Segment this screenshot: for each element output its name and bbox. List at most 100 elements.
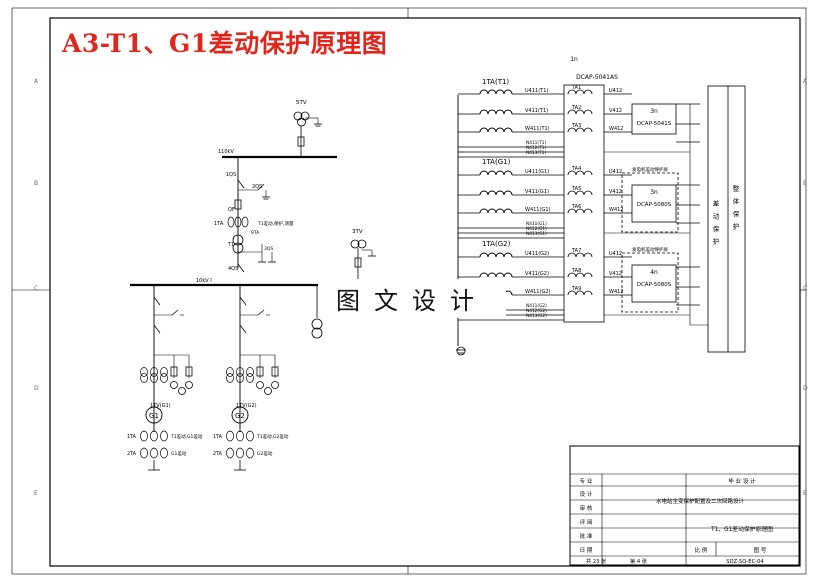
ct-coil: [503, 208, 513, 214]
ct-label: TA8: [571, 268, 581, 274]
ct-aux: [567, 252, 593, 258]
qs3-label: 3QS: [264, 246, 273, 252]
drawing-code: SDZ-SQ-EC-04: [726, 559, 764, 565]
ta-label: 2TA: [213, 451, 223, 457]
generator-label: G2: [235, 412, 245, 420]
border-letter: C: [34, 285, 38, 292]
pt-circle: [271, 381, 279, 389]
ta-label: 2TA: [127, 451, 137, 457]
n-label: N413(G1): [526, 231, 547, 237]
disconnector: [239, 324, 247, 334]
relay-id: 3n: [650, 108, 658, 115]
station-transformer: [311, 318, 323, 330]
transformer-t1: [232, 234, 244, 246]
border-letter: D: [34, 385, 39, 392]
ct-coil: [487, 170, 497, 176]
pt-fuse: [170, 366, 178, 377]
disconnector: [153, 324, 161, 334]
tv5-fuse: [297, 136, 305, 147]
panel-text: 整 体 保 护: [731, 184, 739, 231]
ct-coil: [479, 109, 489, 115]
tv3-circle: [350, 239, 360, 249]
qs1-label: 1QS: [226, 172, 236, 178]
reviewer-label: 评 阅: [580, 518, 593, 526]
ground-switch: [257, 309, 265, 316]
ct-coil: [503, 170, 513, 176]
border-letter: E: [803, 490, 807, 497]
disconnector-1qs: [237, 179, 245, 189]
relay-box: [631, 264, 677, 303]
ct-label: TA1: [571, 85, 581, 91]
ct-coil: [495, 272, 505, 278]
ct-aux: [567, 190, 593, 196]
ct-label: TA9: [571, 286, 581, 292]
project-name: 水电站主变保护配置及二次回路设计: [656, 497, 745, 505]
transformer-t1: [232, 242, 244, 254]
ct-coil: [503, 190, 513, 196]
ct-symbol: [236, 373, 244, 383]
ct-coil: [503, 109, 513, 115]
out-label: U412: [609, 88, 622, 94]
ct-symbol: [236, 447, 244, 459]
border-letter: E: [34, 490, 38, 497]
pt-circle: [170, 381, 178, 389]
ct-aux: [567, 170, 593, 176]
panel-text: 差 动 保 护: [711, 199, 719, 246]
station-transformer: [311, 327, 323, 339]
ct-group-label: 1TA(T1): [482, 78, 509, 86]
wire-label: V411(T1): [525, 108, 548, 114]
ct-symbol: [246, 367, 254, 377]
2qs-switch: [257, 183, 265, 191]
out-label: W412: [609, 126, 624, 132]
disconnector: [239, 296, 247, 306]
ct-symbol: [246, 373, 254, 383]
out-label: U412: [609, 251, 622, 257]
t1-note: T1差动,保护,测量: [257, 220, 294, 227]
n-label: N412(G1): [526, 226, 547, 232]
relay-box: [631, 184, 677, 223]
ct-coil: [479, 89, 489, 95]
sheet-no: 第 4 张: [630, 557, 648, 565]
n-label: N412(T1): [526, 145, 546, 151]
out-label: U412: [609, 169, 622, 175]
t1-label: T1: [227, 242, 234, 248]
ct-coil: [503, 272, 513, 278]
ct-coil: [503, 127, 513, 133]
n-label: N413(G2): [526, 313, 547, 319]
tv3-label: 3TV: [352, 229, 363, 235]
ct-coil: [479, 272, 489, 278]
ct-coil: [495, 89, 505, 95]
relay-panel-dashed: [621, 172, 679, 233]
ct-symbol: [246, 430, 254, 442]
tv3-fuse: [354, 257, 362, 268]
protection-panel-outer: [707, 85, 746, 353]
ct-aux: [567, 127, 593, 133]
ct-label: TA4: [571, 166, 581, 172]
ct-label: TA3: [571, 123, 581, 129]
ct-coil: [479, 208, 489, 214]
ct-coil: [495, 127, 505, 133]
wire-label: U411(T1): [525, 88, 548, 94]
relay-device: DCAP-5080S: [637, 202, 672, 208]
tv-label: 1TV(G2): [236, 403, 257, 409]
pt-circle: [264, 387, 272, 395]
ct-coil: [495, 170, 505, 176]
disconnector: [153, 296, 161, 306]
ct-note: G1差动: [171, 450, 187, 457]
ct-coil: [495, 109, 505, 115]
border-letter: B: [803, 180, 807, 187]
ct-coil: [479, 252, 489, 258]
out-label: V412: [609, 108, 622, 114]
in-label: 1n: [570, 56, 578, 63]
wire-label: U411(G2): [525, 251, 549, 257]
border-letter: A: [803, 78, 808, 85]
ct-label: TA6: [571, 204, 581, 210]
bus110-label: 110kV: [218, 149, 234, 155]
tv3-circle: [357, 239, 367, 249]
ct-symbol: [236, 367, 244, 377]
out-label: W412: [609, 289, 624, 295]
out-label: V412: [609, 189, 622, 195]
ct-group-label: 1TA(G2): [482, 240, 511, 248]
ta-label: 1TA: [127, 434, 137, 440]
